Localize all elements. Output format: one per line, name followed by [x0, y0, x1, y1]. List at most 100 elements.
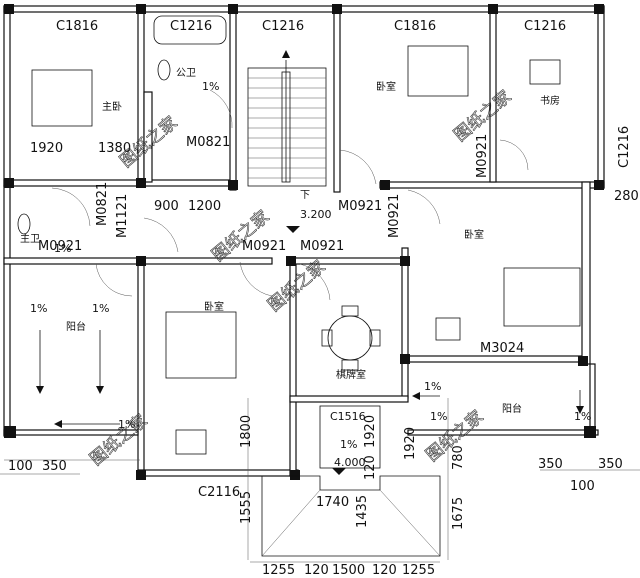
- column: [594, 180, 604, 190]
- dimension-label: 1920: [30, 141, 63, 156]
- window-labels: C1816 C1216 C1216 C1816 C1216 C1216 C151…: [56, 19, 632, 500]
- wall-bath-left: [143, 91, 153, 183]
- dimension-label: 120: [372, 563, 397, 578]
- dimension-label: 1500: [332, 563, 365, 578]
- dimension-label: 350: [538, 457, 563, 472]
- balcony-right-rail: [407, 429, 599, 436]
- door-swing-icon: [209, 89, 233, 129]
- door-layer: [51, 89, 529, 301]
- table-icon: [327, 315, 373, 361]
- column: [488, 4, 498, 14]
- room-labels: 主卧 公卫 卧室 书房 主卫 卧室 阳台 卧室 棋牌室 阳台: [20, 68, 560, 415]
- wall-chess-top: [289, 257, 403, 265]
- door-swing-icon: [51, 187, 91, 227]
- room-label: 书房: [540, 94, 560, 107]
- dimension-labels: 1920 1380 900 1200 280 100 350 1800 1555…: [8, 141, 639, 578]
- bed-icon: [31, 69, 93, 127]
- dimension-label: 120: [363, 455, 378, 480]
- dimension-label: 1255: [262, 563, 295, 578]
- window-label: C2116: [198, 485, 240, 500]
- wall-stair-left: [229, 5, 237, 191]
- door-swing-icon: [95, 263, 133, 297]
- slope-label: 1%: [118, 418, 135, 431]
- door-swing-icon: [299, 263, 331, 301]
- exterior-wall-left-upper: [3, 5, 11, 187]
- column: [136, 178, 146, 188]
- door-swing-icon: [239, 261, 273, 297]
- furniture-layer: [17, 15, 581, 455]
- slope-labels: 1% 1% 1% 1% 1% 1% 1% 1% 1%: [30, 80, 591, 451]
- dimension-label: 350: [42, 459, 67, 474]
- dimension-label: 1380: [98, 141, 131, 156]
- slope-label: 1%: [202, 80, 219, 93]
- door-swing-icon: [143, 217, 179, 253]
- room-label: 主卧: [102, 100, 122, 113]
- door-swing-icon: [407, 189, 441, 225]
- bed-icon: [503, 267, 581, 327]
- column: [380, 180, 390, 190]
- slope-label: 1%: [430, 410, 447, 423]
- room-label: 棋牌室: [336, 368, 366, 381]
- dimension-label: 900: [154, 199, 179, 214]
- level-marker-icon: [286, 226, 300, 233]
- dimension-label: 1920: [403, 427, 418, 460]
- door-label: M3024: [480, 341, 524, 356]
- wall-bedroom-right-east: [581, 181, 591, 365]
- door-label: M1121: [115, 194, 130, 238]
- column: [136, 470, 146, 480]
- level-labels: 下 3.200 4.000: [300, 190, 366, 469]
- column: [400, 354, 410, 364]
- chair-icon: [341, 305, 359, 317]
- column: [578, 356, 588, 366]
- wall-chess-bottom: [289, 395, 409, 403]
- room-label: 公卫: [176, 68, 196, 79]
- door-label: M0921: [300, 239, 344, 254]
- window-label: C1216: [262, 19, 304, 34]
- door-swing-icon: [339, 149, 377, 185]
- column: [228, 4, 238, 14]
- door-labels: M0821 M0821 M1121 M0921 M0921 M0921 M092…: [38, 134, 524, 356]
- exterior-wall-left-lower: [3, 185, 11, 437]
- balcony-right-east-rail: [589, 363, 596, 435]
- stair-outline: [247, 67, 327, 187]
- column: [136, 256, 146, 266]
- entrance-steps: [261, 475, 441, 557]
- level-label: 4.000: [334, 456, 366, 469]
- wall-bedroom-center-top: [137, 257, 273, 265]
- wall-mid-left: [3, 179, 235, 187]
- column: [584, 426, 596, 438]
- dimension-label: 1920: [363, 415, 378, 448]
- window-label: C1216: [524, 19, 566, 34]
- dimension-label: 1255: [402, 563, 435, 578]
- dimension-label: 1200: [188, 199, 221, 214]
- room-label: 阳台: [502, 402, 522, 415]
- bathtub-icon: [153, 15, 227, 45]
- dimension-label: 100: [570, 479, 595, 494]
- dimension-label: 1675: [451, 497, 466, 530]
- level-label: 下: [300, 190, 310, 201]
- column: [136, 4, 146, 14]
- column: [290, 470, 300, 480]
- door-label: M0921: [38, 239, 82, 254]
- column: [228, 180, 238, 190]
- door-label: M0821: [186, 135, 230, 150]
- window-label: C1516: [330, 410, 366, 423]
- entry-porch: [319, 405, 381, 469]
- room-label: 卧室: [204, 300, 224, 313]
- dimension-label: 1435: [355, 495, 370, 528]
- column-layer: [4, 4, 604, 480]
- door-label: M0821: [95, 182, 110, 226]
- wall-stair-right: [333, 5, 341, 193]
- dimension-label: 100: [8, 459, 33, 474]
- chair-icon: [341, 359, 359, 371]
- toilet-icon: [17, 213, 31, 235]
- chair-icon: [369, 329, 381, 347]
- column: [332, 4, 342, 14]
- room-label: 阳台: [66, 320, 86, 333]
- window-label: C1816: [56, 19, 98, 34]
- desk-chair-icon: [529, 59, 561, 85]
- level-marker-icon: [332, 468, 346, 475]
- watermark: 图纸之家: [264, 257, 329, 316]
- column: [594, 4, 604, 14]
- exterior-wall-top: [3, 5, 605, 13]
